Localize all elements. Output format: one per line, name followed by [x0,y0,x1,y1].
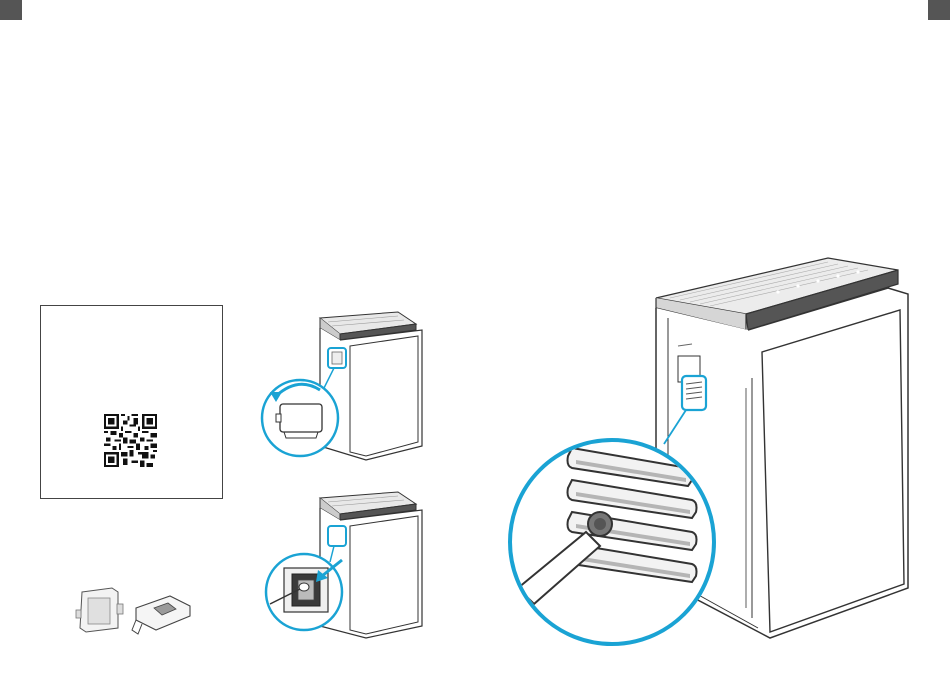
sensor-cover-parts-icon [72,582,202,638]
qr-code-panel [40,305,223,499]
air-purifier-clean-sensor-icon [258,486,428,642]
qr-code-icon[interactable] [104,414,157,467]
corner-marker-left [0,0,22,20]
air-purifier-vent-detail-icon [508,248,950,646]
corner-marker-right [928,0,950,20]
air-purifier-open-cover-icon [258,306,428,464]
